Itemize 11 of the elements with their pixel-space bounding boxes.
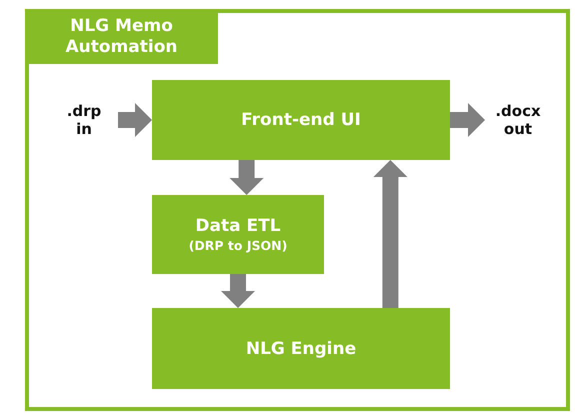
file-label: .drp in xyxy=(66,102,102,138)
process-box: Front-end UI xyxy=(152,80,450,160)
process-box: NLG Engine xyxy=(152,308,450,389)
arrow xyxy=(221,274,255,308)
diagram-frame xyxy=(25,9,570,411)
process-box: Data ETL (DRP to JSON) xyxy=(152,195,324,274)
arrow xyxy=(118,103,152,137)
arrow xyxy=(450,103,485,137)
file-label: .docx out xyxy=(494,102,542,138)
arrow xyxy=(230,160,264,195)
arrow xyxy=(373,160,408,308)
